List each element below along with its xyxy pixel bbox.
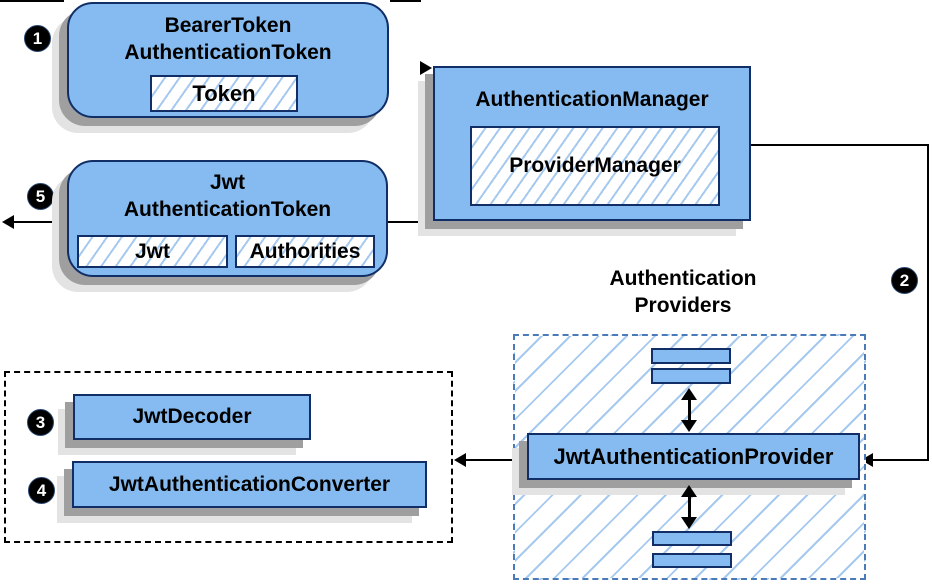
providers-label-line1: Authentication bbox=[609, 267, 757, 290]
provider-manager-box: ProviderManager bbox=[470, 126, 720, 206]
jwt-decoder-box: JwtDecoder bbox=[73, 394, 311, 440]
provider-slot-rect bbox=[652, 553, 732, 568]
provider-to-decoder-line bbox=[466, 459, 527, 461]
jwt-token-title-line1: Jwt bbox=[209, 171, 245, 194]
step-5-badge: 5 bbox=[27, 183, 54, 210]
jwt-authentication-converter-box: JwtAuthenticationConverter bbox=[72, 461, 427, 508]
providers-label-line2: Providers bbox=[634, 294, 732, 317]
jwt-field-box: Jwt bbox=[77, 235, 228, 268]
manager-to-provider-line-vertical bbox=[927, 144, 929, 461]
bearer-token-box-title: BearerToken AuthenticationToken bbox=[69, 4, 387, 66]
token-field-box: Token bbox=[150, 75, 298, 112]
provider-slot-rect bbox=[651, 348, 731, 364]
jwt-authentication-token-box: Jwt AuthenticationToken Jwt Authorities bbox=[67, 160, 388, 277]
arrow-up-icon bbox=[681, 388, 697, 400]
arrow-down-icon bbox=[681, 517, 697, 529]
authentication-manager-box: AuthenticationManager ProviderManager bbox=[433, 66, 751, 221]
jwt-token-box-title: Jwt AuthenticationToken bbox=[69, 162, 386, 223]
step-3-badge: 3 bbox=[27, 409, 54, 436]
manager-to-jwt-token-line bbox=[388, 221, 434, 223]
authentication-providers-region: JwtAuthenticationProvider bbox=[513, 334, 866, 580]
step-4-badge: 4 bbox=[28, 477, 55, 504]
step-1-number: 1 bbox=[32, 28, 43, 48]
step-3-number: 3 bbox=[35, 412, 46, 432]
step-5-number: 5 bbox=[35, 186, 46, 206]
step-2-number: 2 bbox=[899, 270, 910, 290]
bearer-to-manager-line bbox=[390, 0, 421, 2]
arrow-right-icon bbox=[420, 61, 432, 75]
jwt-authentication-provider-box: JwtAuthenticationProvider bbox=[527, 433, 860, 480]
authorities-field-box: Authorities bbox=[235, 235, 375, 268]
provider-slot-rect bbox=[652, 531, 732, 546]
authentication-manager-title: AuthenticationManager bbox=[475, 88, 709, 111]
authentication-providers-label: Authentication Providers bbox=[553, 265, 813, 319]
provider-slot-rect bbox=[651, 368, 731, 384]
arrow-up-icon bbox=[681, 485, 697, 497]
manager-to-provider-line-horizontal bbox=[751, 144, 929, 146]
manager-to-provider-line-bottom bbox=[873, 459, 929, 461]
arrow-shaft bbox=[688, 494, 691, 520]
incoming-request-line bbox=[0, 0, 64, 2]
jwt-token-title-line2: AuthenticationToken bbox=[123, 198, 332, 221]
bearer-token-title-line2: AuthenticationToken bbox=[124, 41, 332, 64]
step-4-number: 4 bbox=[36, 480, 47, 500]
step-1-badge: 1 bbox=[24, 25, 51, 52]
bidirectional-arrow-icon bbox=[681, 485, 698, 529]
step-2-badge: 2 bbox=[891, 267, 918, 294]
arrow-shaft bbox=[688, 397, 691, 423]
outgoing-result-line bbox=[13, 221, 67, 223]
bearer-token-authentication-token-box: BearerToken AuthenticationToken Token bbox=[67, 2, 389, 118]
arrow-down-icon bbox=[681, 420, 697, 432]
decoder-converter-region: 3 JwtDecoder 4 JwtAuthenticationConverte… bbox=[4, 371, 453, 543]
bidirectional-arrow-icon bbox=[681, 388, 698, 432]
bearer-token-title-line1: BearerToken bbox=[164, 14, 292, 37]
arrow-left-icon bbox=[454, 453, 466, 467]
arrow-left-icon bbox=[2, 215, 14, 229]
